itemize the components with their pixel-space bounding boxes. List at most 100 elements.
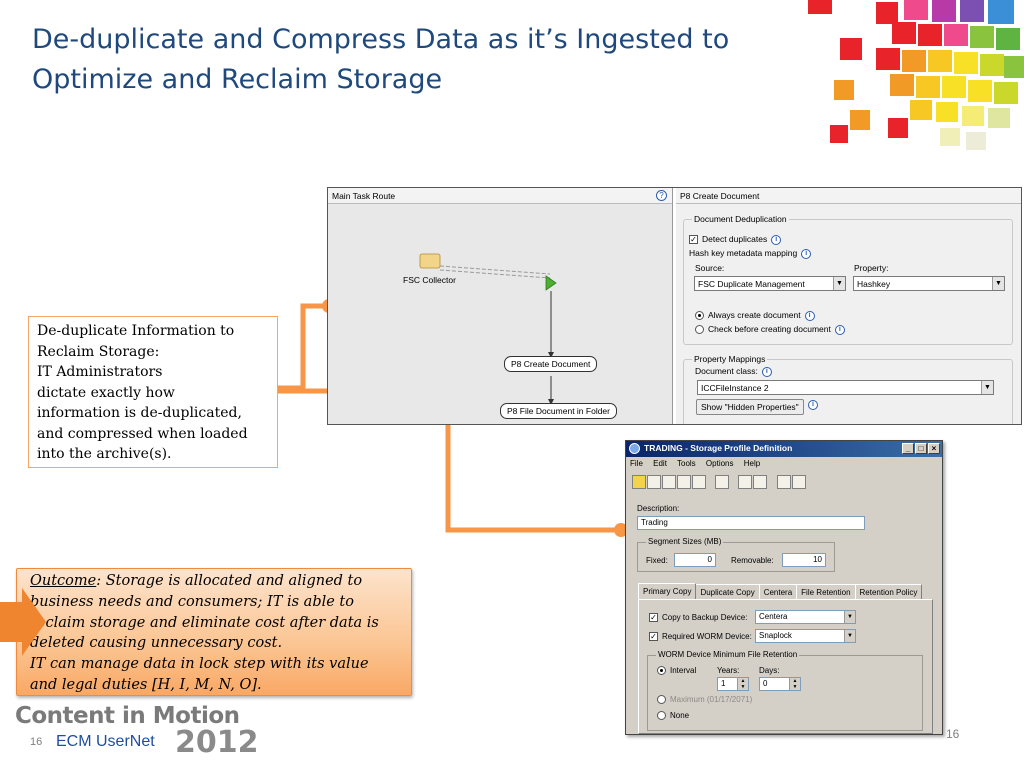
interval-row[interactable]: Interval bbox=[657, 666, 697, 676]
open-folder-icon[interactable] bbox=[632, 475, 646, 489]
description-input[interactable]: Trading bbox=[637, 516, 865, 530]
info-icon[interactable]: i bbox=[761, 366, 772, 377]
spin-arrows-icon[interactable]: ▲▼ bbox=[737, 678, 748, 690]
page-number-right: 16 bbox=[946, 727, 960, 741]
tab-primary-copy[interactable]: Primary Copy bbox=[638, 583, 697, 600]
storage-profile-window: TRADING - Storage Profile Definition _□×… bbox=[625, 440, 943, 735]
copy-backup-checkbox[interactable]: ✓ bbox=[649, 613, 658, 623]
outcome-label: Outcome bbox=[30, 573, 97, 589]
menu-file[interactable]: File bbox=[630, 459, 643, 468]
node-p8-file-document[interactable]: P8 File Document in Folder bbox=[500, 403, 617, 419]
check-before-label: Check before creating document bbox=[708, 324, 831, 334]
new-document-icon[interactable] bbox=[647, 475, 661, 489]
properties-icon[interactable] bbox=[715, 475, 730, 489]
callout-heading-line-2: Reclaim Storage: bbox=[37, 343, 160, 360]
info-icon[interactable]: i bbox=[771, 234, 782, 245]
info-icon[interactable]: i bbox=[801, 248, 812, 259]
worm-value: Snaplock bbox=[759, 631, 792, 640]
chevron-down-icon[interactable]: ▼ bbox=[833, 277, 845, 290]
fixed-label: Fixed: bbox=[646, 556, 668, 565]
info-icon[interactable]: i bbox=[804, 310, 815, 321]
days-spinner[interactable]: 0 ▲▼ bbox=[759, 677, 801, 691]
property-select[interactable]: Hashkey ▼ bbox=[853, 276, 1005, 291]
show-hidden-properties-button[interactable]: Show "Hidden Properties" bbox=[696, 399, 804, 415]
worm-select[interactable]: Snaplock ▼ bbox=[755, 629, 856, 643]
node-fsc-collector[interactable]: FSC Collector bbox=[403, 275, 456, 285]
security-icon[interactable] bbox=[791, 475, 806, 489]
maximum-row[interactable]: Maximum (01/17/2071) bbox=[657, 695, 752, 705]
delete-icon[interactable] bbox=[753, 475, 768, 489]
window-title: TRADING - Storage Profile Definition bbox=[644, 443, 793, 453]
info-icon[interactable]: i bbox=[808, 400, 818, 410]
check-before-radio[interactable] bbox=[695, 325, 704, 335]
outcome-line-2: business needs and consumers; IT is able… bbox=[30, 593, 354, 610]
maximum-radio[interactable] bbox=[657, 695, 666, 705]
menu-help[interactable]: Help bbox=[743, 459, 761, 468]
worm-row[interactable]: ✓ Required WORM Device: bbox=[649, 632, 752, 642]
fixed-input[interactable]: 0 bbox=[674, 553, 716, 567]
property-label: Property: bbox=[854, 263, 889, 273]
chevron-down-icon[interactable]: ▼ bbox=[981, 381, 993, 394]
detect-duplicates-checkbox[interactable]: ✓ bbox=[689, 235, 698, 245]
paste-icon[interactable] bbox=[677, 475, 691, 489]
slide-title: De-duplicate and Compress Data as it’s I… bbox=[32, 20, 792, 100]
minimize-icon[interactable]: _ bbox=[902, 443, 914, 454]
toolbar bbox=[626, 472, 942, 494]
cut-icon[interactable] bbox=[692, 475, 706, 489]
tab-retention-policy[interactable]: Retention Policy bbox=[854, 584, 923, 600]
chevron-down-icon[interactable]: ▼ bbox=[992, 277, 1004, 290]
years-spinner[interactable]: 1 ▲▼ bbox=[717, 677, 749, 691]
removable-input[interactable]: 10 bbox=[782, 553, 826, 567]
menu-bar: File Edit Tools Options Help bbox=[626, 457, 942, 472]
interval-radio[interactable] bbox=[657, 666, 666, 676]
info-icon[interactable]: i bbox=[834, 324, 845, 335]
outcome-line-6: and legal duties [H, I, M, N, O]. bbox=[30, 676, 262, 693]
none-row[interactable]: None bbox=[657, 711, 689, 721]
tab-file-retention[interactable]: File Retention bbox=[796, 584, 856, 600]
always-create-radio[interactable] bbox=[695, 311, 704, 321]
tab-centera[interactable]: Centera bbox=[758, 584, 798, 600]
none-radio[interactable] bbox=[657, 711, 666, 721]
document-class-select[interactable]: ICCFileInstance 2 ▼ bbox=[697, 380, 994, 395]
copy-backup-select[interactable]: Centera ▼ bbox=[755, 610, 856, 624]
p8-create-document-panel: P8 Create Document Document Deduplicatio… bbox=[676, 188, 1021, 424]
decorative-cubes-graphic bbox=[808, 0, 1024, 150]
menu-tools[interactable]: Tools bbox=[677, 459, 696, 468]
outcome-line-1: Outcome: Storage is allocated and aligne… bbox=[30, 571, 401, 592]
days-label: Days: bbox=[759, 666, 780, 675]
dedup-group: Document Deduplication bbox=[683, 214, 1013, 345]
worm-label: Required WORM Device: bbox=[662, 632, 752, 641]
maximize-icon[interactable]: □ bbox=[915, 443, 927, 454]
page-number-left: 16 bbox=[30, 736, 43, 748]
worm-checkbox[interactable]: ✓ bbox=[649, 632, 658, 642]
primary-copy-panel bbox=[638, 599, 933, 734]
outcome-line-5: IT can manage data in lock step with its… bbox=[30, 656, 369, 673]
tab-duplicate-copy[interactable]: Duplicate Copy bbox=[695, 584, 760, 600]
close-icon[interactable]: × bbox=[928, 443, 940, 454]
property-select-value: Hashkey bbox=[857, 279, 891, 289]
copy-icon[interactable] bbox=[662, 475, 676, 489]
callout-body-line-5: into the archive(s). bbox=[37, 446, 172, 462]
source-select[interactable]: FSC Duplicate Management ▼ bbox=[694, 276, 846, 291]
workflow-screenshot: Main Task Route ? FSC Collector P8 Creat… bbox=[327, 187, 1022, 425]
chevron-down-icon[interactable]: ▼ bbox=[844, 611, 855, 623]
find-icon[interactable] bbox=[738, 475, 753, 489]
window-titlebar[interactable]: TRADING - Storage Profile Definition _□× bbox=[626, 441, 942, 457]
menu-edit[interactable]: Edit bbox=[653, 459, 667, 468]
copy-backup-row[interactable]: ✓Copy to Backup Device: bbox=[649, 613, 747, 623]
key-icon[interactable] bbox=[776, 475, 791, 489]
node-p8-create-document[interactable]: P8 Create Document bbox=[504, 356, 598, 372]
interval-label: Interval bbox=[670, 666, 697, 675]
dedup-callout: De-duplicate Information to Reclaim Stor… bbox=[28, 316, 278, 468]
menu-options[interactable]: Options bbox=[705, 459, 734, 468]
copy-backup-value: Centera bbox=[759, 612, 788, 621]
callout-body-line-4: and compressed when loaded bbox=[37, 425, 248, 442]
chevron-down-icon[interactable]: ▼ bbox=[844, 630, 855, 642]
detect-duplicates-label: Detect duplicates bbox=[702, 234, 768, 244]
help-icon[interactable]: ? bbox=[656, 190, 667, 201]
spin-arrows-icon[interactable]: ▲▼ bbox=[789, 678, 800, 690]
